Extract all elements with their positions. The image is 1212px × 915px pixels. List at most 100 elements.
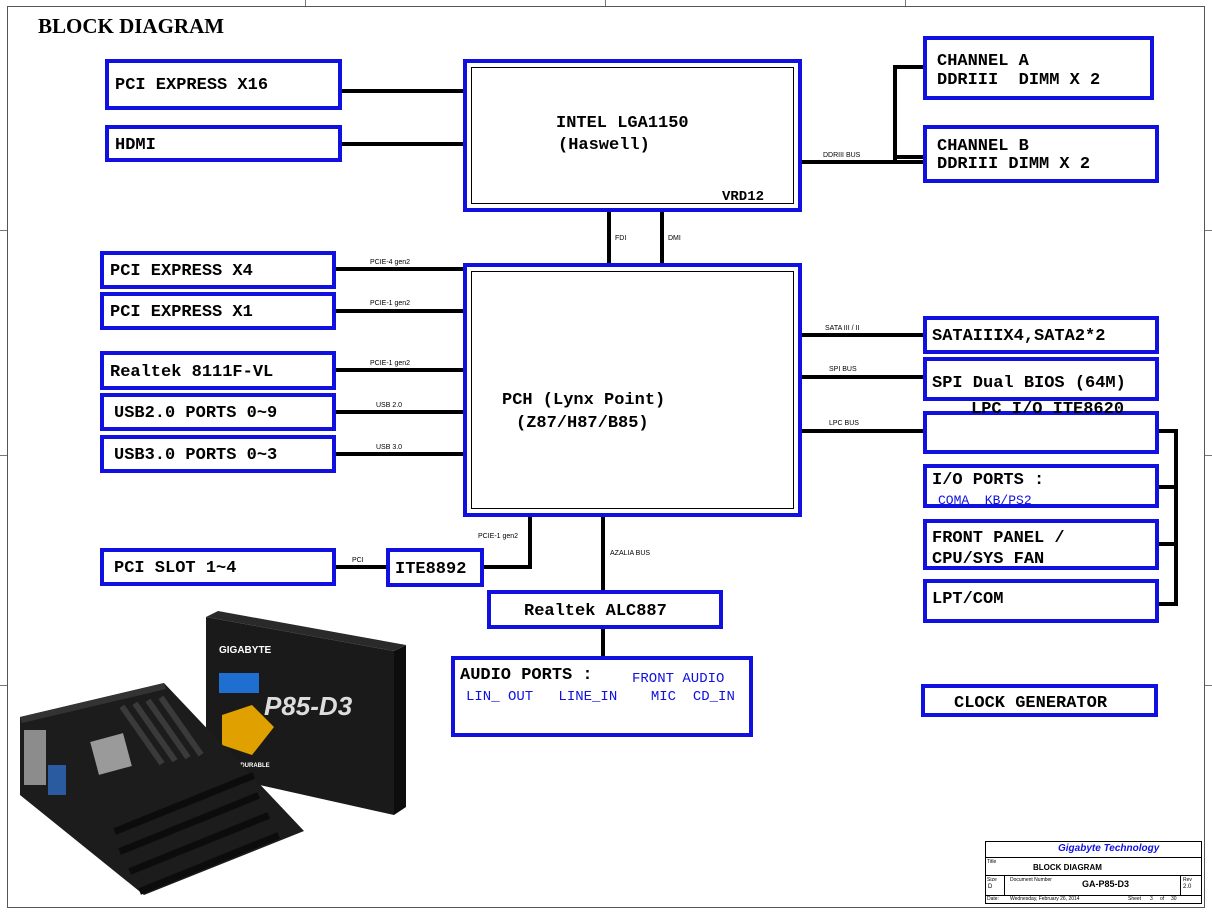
cpu-inner-frame bbox=[471, 67, 794, 204]
title-block-title-key: Title bbox=[987, 859, 997, 865]
audio-ports-row2: LIN_ OUT LINE_IN MIC CD_IN bbox=[466, 689, 735, 705]
title-block-sheet: 3 bbox=[1150, 896, 1153, 902]
bus-label-dmi: DMI bbox=[668, 235, 681, 242]
pcie-slot-icon bbox=[113, 772, 256, 835]
channel-a-title: CHANNEL A bbox=[937, 52, 1029, 71]
ite8892-label: ITE8892 bbox=[395, 560, 467, 579]
dimm-slot-icon bbox=[158, 695, 204, 757]
wire-pcie1-bridge-h bbox=[482, 565, 532, 569]
audio-ports-title: AUDIO PORTS : bbox=[460, 666, 593, 685]
title-block-sheet-key: Sheet bbox=[1128, 896, 1142, 902]
wire-audio-ports bbox=[601, 626, 605, 658]
pcie-x4-block: PCI EXPRESS X4 bbox=[100, 251, 336, 289]
page-title: BLOCK DIAGRAM bbox=[38, 14, 225, 38]
border-tick bbox=[0, 685, 7, 686]
bus-label-pcie1c: PCIE-1 gen2 bbox=[478, 533, 519, 540]
border-tick bbox=[0, 230, 7, 231]
pcie-x16-block: PCI EXPRESS X16 bbox=[105, 59, 342, 110]
lpt-com-block: LPT/COM bbox=[923, 579, 1159, 623]
wire-sata bbox=[800, 333, 925, 337]
title-block-rule bbox=[985, 857, 1202, 858]
border-tick bbox=[0, 455, 7, 456]
bus-label-usb2: USB 2.0 bbox=[376, 402, 403, 409]
dimm-slot-icon bbox=[132, 701, 178, 763]
title-block-of: 30 bbox=[1171, 896, 1177, 902]
retail-box-side bbox=[394, 645, 406, 815]
channel-a-block: CHANNEL A DDRIII DIMM X 2 bbox=[923, 36, 1154, 100]
bus-label-pcie1b: PCIE-1 gen2 bbox=[370, 360, 411, 367]
wire-usb2 bbox=[334, 410, 465, 414]
title-block bbox=[985, 841, 1202, 904]
dimm-slot-icon bbox=[145, 698, 191, 760]
drawing-frame bbox=[7, 6, 1205, 908]
wire-lpc bbox=[800, 429, 925, 433]
pcie-x4-label: PCI EXPRESS X4 bbox=[110, 262, 253, 281]
bus-label-sata: SATA III / II bbox=[825, 325, 860, 332]
wire-pcie1-bridge-v bbox=[528, 514, 532, 568]
bus-label-pcie1a: PCIE-1 gen2 bbox=[370, 300, 411, 307]
usb3-block: USB3.0 PORTS 0~3 bbox=[100, 435, 336, 473]
bus-label-usb3: USB 3.0 bbox=[376, 444, 403, 451]
wire-lpc-stub bbox=[1156, 429, 1178, 433]
cpu-block: INTEL LGA1150 (Haswell) VRD12 bbox=[463, 59, 802, 212]
title-block-rule bbox=[985, 895, 1202, 896]
channel-b-block: CHANNEL B DDRIII DIMM X 2 bbox=[923, 125, 1159, 183]
bus-label-lpc: LPC BUS bbox=[829, 420, 859, 427]
retail-box-front bbox=[206, 617, 394, 815]
audio-ports-block: AUDIO PORTS : FRONT AUDIO LIN_ OUT LINE_… bbox=[451, 656, 753, 737]
bus-label-pci: PCI bbox=[352, 557, 364, 564]
cpu-socket-icon bbox=[90, 733, 132, 775]
wire-spi bbox=[800, 375, 925, 379]
cpu-sys-fan-label: CPU/SYS FAN bbox=[932, 550, 1045, 569]
bus-label-ddr: DDRIII BUS bbox=[823, 152, 861, 159]
cpu-codename: (Haswell) bbox=[558, 136, 650, 155]
hdmi-block: HDMI bbox=[105, 125, 342, 162]
spi-bios-block: SPI Dual BIOS (64M) bbox=[923, 357, 1159, 401]
border-tick bbox=[1205, 685, 1212, 686]
box-model: P85-D3 bbox=[264, 691, 353, 721]
realtek-lan-block: Realtek 8111F-VL bbox=[100, 351, 336, 390]
title-block-docnum-key: Document Number bbox=[1010, 877, 1052, 883]
wire-pcie-x16 bbox=[340, 89, 465, 93]
realtek-alc887-label: Realtek ALC887 bbox=[524, 602, 667, 621]
wire-pcie-x4 bbox=[334, 267, 465, 271]
title-block-date-key: Date: bbox=[987, 896, 999, 902]
lpc-io-block bbox=[923, 411, 1159, 454]
sata-label: SATAIIIX4,SATA2*2 bbox=[932, 327, 1106, 346]
pci-slot-block: PCI SLOT 1~4 bbox=[100, 548, 336, 586]
title-block-company: Gigabyte Technology bbox=[1058, 843, 1160, 854]
wire-io-ports bbox=[1156, 485, 1178, 489]
border-tick bbox=[605, 0, 606, 6]
wire-azalia bbox=[601, 514, 605, 594]
product-photo: GIGABYTE P85-D3 ULTRA DURABLE bbox=[20, 611, 406, 895]
pcie-x1-label: PCI EXPRESS X1 bbox=[110, 303, 253, 322]
front-audio-label: FRONT AUDIO bbox=[632, 671, 725, 687]
cpu-vrd: VRD12 bbox=[722, 189, 765, 205]
wire-ddr-a bbox=[893, 65, 925, 69]
wire-lan bbox=[334, 368, 465, 372]
wire-ddr bbox=[800, 160, 924, 164]
box-brand: GIGABYTE bbox=[219, 645, 272, 656]
title-block-docnum: GA-P85-D3 bbox=[1082, 879, 1130, 889]
pcie-x16-label: PCI EXPRESS X16 bbox=[115, 76, 269, 95]
title-block-of-key: of bbox=[1160, 896, 1165, 902]
title-block-size: D bbox=[988, 884, 993, 890]
front-panel-label: FRONT PANEL / bbox=[932, 529, 1065, 548]
title-block-rule bbox=[985, 875, 1202, 876]
spi-bios-label: SPI Dual BIOS (64M) bbox=[932, 374, 1126, 393]
wire-hdmi bbox=[340, 142, 465, 146]
lpc-io-label: LPC I/O ITE8620 bbox=[971, 400, 1125, 419]
title-block-rule bbox=[1004, 875, 1005, 895]
wire-dmi bbox=[660, 211, 664, 265]
ultra-durable-badge-icon bbox=[222, 705, 274, 755]
pcie-slot-icon bbox=[138, 832, 281, 895]
wire-pci bbox=[334, 565, 388, 569]
wire-lpc-riser bbox=[1174, 429, 1178, 606]
channel-b-title: CHANNEL B bbox=[937, 137, 1029, 156]
pch-block: PCH (Lynx Point) (Z87/H87/B85) bbox=[463, 263, 802, 517]
pcie-slot-icon bbox=[128, 812, 271, 875]
bus-label-fdi: FDI bbox=[615, 235, 627, 242]
clock-generator-block: CLOCK GENERATOR bbox=[921, 684, 1158, 717]
channel-a-dimm: DDRIII DIMM X 2 bbox=[937, 71, 1101, 90]
usb3-port-icon bbox=[48, 765, 66, 795]
